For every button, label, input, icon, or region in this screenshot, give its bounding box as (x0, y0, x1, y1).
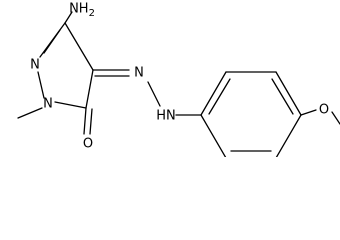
bond-ar-inner-a (208, 78, 231, 115)
bond-o-me (331, 111, 340, 125)
bond-c4-c3 (64, 22, 94, 71)
bond-ar-inner-b (271, 78, 294, 115)
hydrazone-nh-label: HN (156, 109, 176, 124)
bond-n1-n2 (37, 71, 45, 99)
bond-c3-amino (64, 11, 73, 24)
structure-diagram: NH2 N N O N HN O (17, 2, 340, 159)
carbonyl-o-label: O (83, 137, 93, 152)
bond-ar-6 (200, 114, 227, 159)
n1-label: N (43, 97, 53, 112)
bond-c3-n2-inner (43, 29, 61, 54)
n2-label: N (30, 58, 40, 73)
bond-c5-o (83, 107, 87, 135)
bond-n1-c5 (54, 101, 87, 109)
molecule-svg: NH2 N N O N HN O (17, 2, 340, 159)
bond-n1-methyl (17, 107, 43, 119)
bond-n-nh (147, 81, 161, 107)
hydrazone-n-label: N (134, 66, 144, 81)
bond-ar-3 (275, 71, 302, 116)
bond-c5-o-double (89, 108, 93, 135)
bond-c5-c4 (85, 69, 94, 109)
bond-ar-1 (200, 71, 227, 116)
amino-label: NH2 (69, 2, 95, 20)
ether-o-label: O (319, 103, 329, 118)
bond-ar-4 (275, 114, 302, 159)
bond-ar-o (300, 109, 317, 116)
